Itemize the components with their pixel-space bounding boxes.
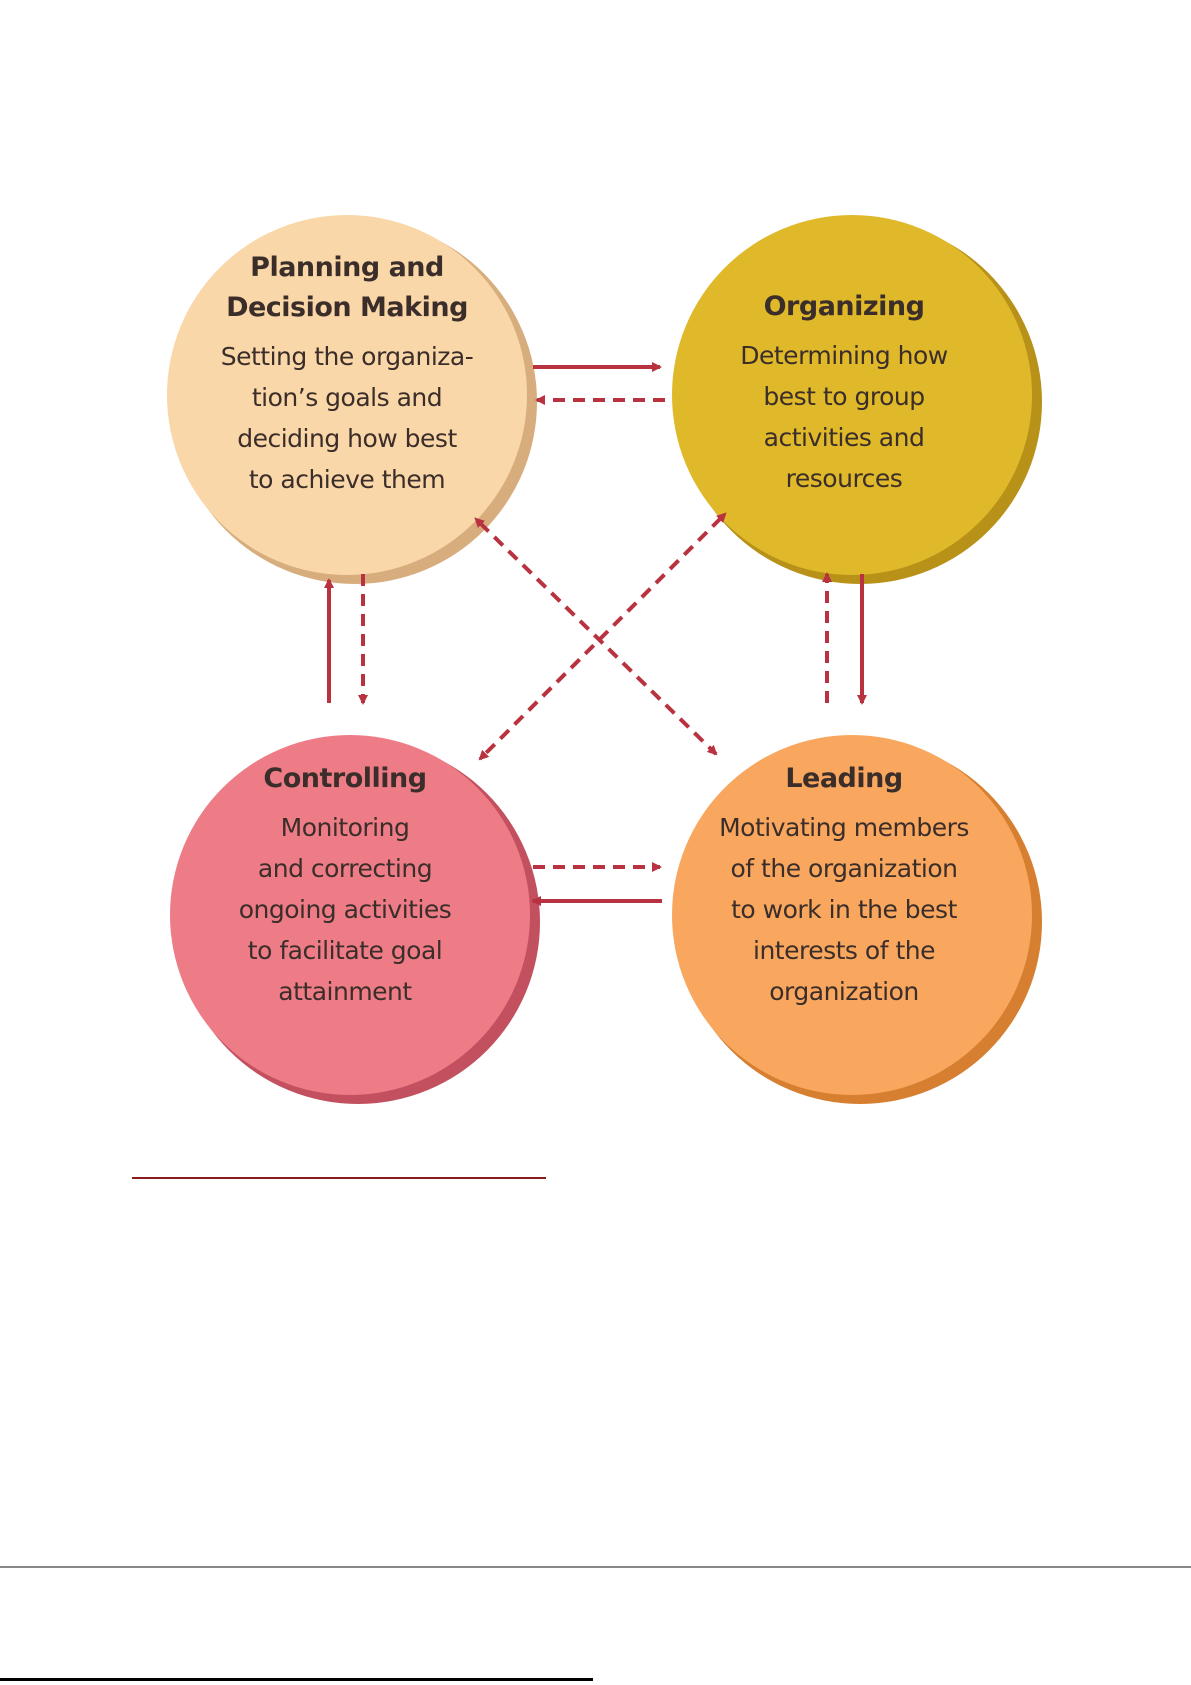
- leading-description: Motivating members of the organization t…: [719, 813, 969, 1006]
- arrow-planning-leading-dashed: [474, 517, 718, 756]
- organizing-description: Determining how best to group activities…: [740, 341, 948, 493]
- planning-title: Planning and Decision Making: [226, 252, 468, 323]
- circle-organizing: [672, 215, 1042, 584]
- circle-planning: [167, 215, 537, 584]
- section-divider: [132, 1177, 546, 1179]
- planning-text: Planning and Decision Making Setting the…: [177, 248, 517, 500]
- controlling-text: Controlling Monitoring and correcting on…: [175, 759, 515, 1012]
- controlling-title: Controlling: [263, 763, 427, 794]
- circle-leading: [672, 735, 1042, 1104]
- page-divider: [0, 1566, 1191, 1568]
- footnote-rule: [0, 1678, 593, 1681]
- arrow-organizing-controlling-dashed: [478, 512, 727, 761]
- organizing-text: Organizing Determining how best to group…: [674, 287, 1014, 499]
- leading-text: Leading Motivating members of the organi…: [674, 759, 1014, 1012]
- organizing-title: Organizing: [763, 291, 925, 322]
- circle-controlling: [170, 735, 540, 1104]
- planning-description: Setting the organiza- tion’s goals and d…: [220, 342, 474, 494]
- leading-title: Leading: [785, 763, 903, 794]
- controlling-description: Monitoring and correcting ongoing activi…: [238, 813, 452, 1006]
